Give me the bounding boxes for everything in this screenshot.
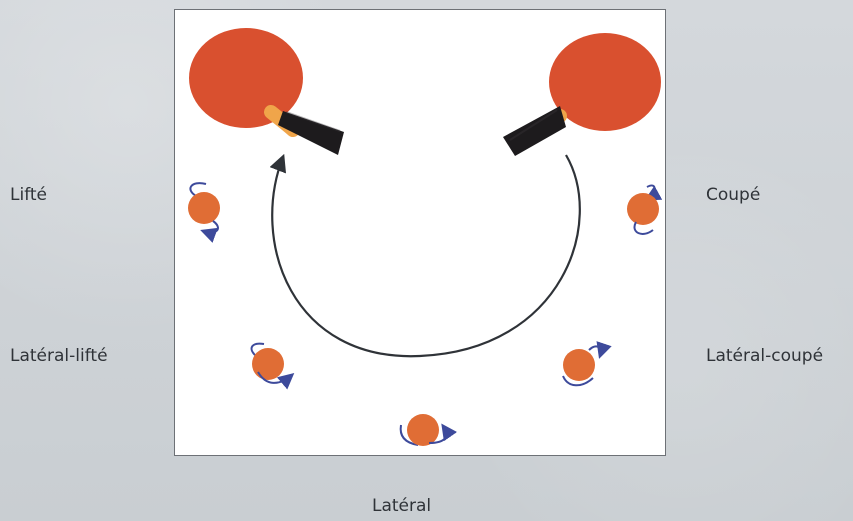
ball-coupe-icon [627,185,659,233]
right-paddle-icon [503,33,661,156]
motion-arc-arrow [272,155,580,356]
ball-lateral-icon [401,414,447,446]
ball-lateral-lifte-icon [252,344,292,383]
label-coupe: Coupé [706,187,760,204]
label-lateral: Latéral [372,498,431,515]
ball-lateral-coupe-icon [563,346,601,385]
label-lateral-lifte: Latéral-lifté [10,348,108,365]
ball-lifte-icon [188,183,220,232]
label-lateral-coupe: Latéral-coupé [706,348,823,365]
left-paddle-icon [189,28,344,155]
label-lifte: Lifté [10,187,47,204]
